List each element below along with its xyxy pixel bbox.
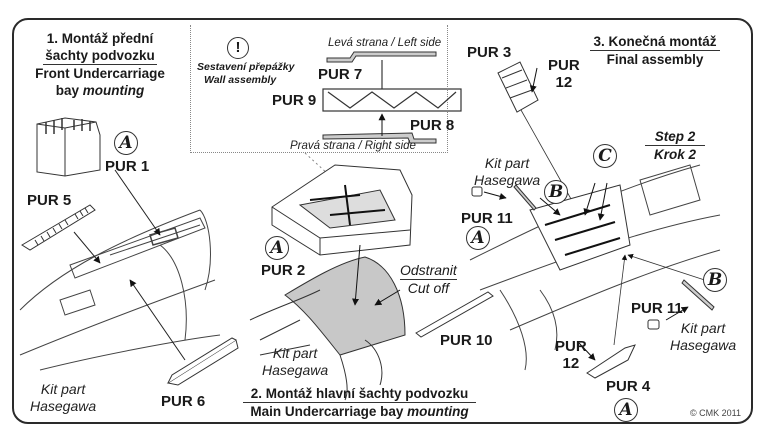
pur12-top-line2: 12 (555, 74, 573, 91)
wall-assembly-note-en: Wall assembly (204, 74, 277, 86)
section2-title-en-mounting: mounting (407, 404, 469, 419)
left-side-label: Levá strana / Left side (328, 37, 442, 49)
pur11-part-drawing-right (647, 306, 689, 330)
pur2-label: PUR 2 (261, 262, 306, 279)
pur3-part-drawing (497, 61, 581, 216)
pur12-bottom-line1: PUR (555, 338, 587, 355)
rear-fuselage-drawing (469, 164, 721, 371)
section3-heading: 3. Konečná montáž Final assembly (590, 33, 720, 68)
kit-part-line1: Kit part (484, 155, 530, 171)
pur10-label: PUR 10 (440, 332, 493, 349)
pur4-label: PUR 4 (606, 378, 651, 395)
pur6-label: PUR 6 (161, 393, 206, 410)
front-fuselage-drawing (19, 169, 221, 371)
pur10-part-drawing (415, 291, 494, 338)
kit-part-label-final-right: Kit part Hasegawa (670, 320, 736, 354)
marker-b-top: B (544, 180, 568, 204)
section3-title-cz: 3. Konečná montáž (590, 33, 720, 51)
marker-a-pur2: A (265, 236, 289, 260)
section3-title-en: Final assembly (606, 52, 704, 67)
pur7-label: PUR 7 (318, 66, 363, 83)
marker-a-pur11: A (466, 226, 490, 250)
section1-title-en-mounting: mounting (82, 83, 145, 98)
step-cz: Krok 2 (653, 147, 697, 162)
diagram-frame (12, 18, 753, 424)
cut-off-en: Cut off (407, 280, 450, 296)
kit-part-line1: Kit part (40, 381, 86, 397)
kit-part-line2: Hasegawa (30, 398, 97, 414)
pur1-label: PUR 1 (105, 158, 150, 175)
pin-part-drawing-right (681, 279, 715, 311)
marker-a-pur1: A (114, 131, 138, 155)
right-side-label: Pravá strana / Right side (290, 140, 416, 152)
wall-assembly-note-cz: Sestavení přepážky (197, 61, 295, 73)
pur11-label-right: PUR 11 (631, 300, 683, 317)
pur11-label-left: PUR 11 (461, 210, 513, 227)
pur12-label-top: PUR 12 (548, 57, 580, 91)
cutoff-panel-drawing (249, 244, 406, 401)
pur4-part-drawing (578, 342, 636, 379)
kit-part-label-main: Kit part Hasegawa (262, 345, 328, 379)
section2-heading: 2. Montáž hlavní šachty podvozku Main Un… (243, 385, 476, 420)
pur5-label: PUR 5 (27, 192, 72, 209)
pur1-part-drawing (36, 117, 101, 177)
section1-title-cz-line2: šachty podvozku (43, 48, 157, 65)
pur2-part-drawing (271, 164, 413, 256)
kit-part-line2: Hasegawa (670, 337, 737, 353)
section2-title-en: Main Undercarriage bay mounting (243, 403, 476, 420)
section1-title-en-line2: bay mounting (30, 82, 170, 99)
step-en: Step 2 (645, 128, 705, 146)
kit-part-label-final-top: Kit part Hasegawa (474, 155, 540, 189)
section1-title-cz-line1: 1. Montáž přední (46, 31, 154, 46)
kit-part-line2: Hasegawa (474, 172, 541, 188)
pur8-part-drawing (322, 113, 437, 144)
section2-title-cz: 2. Montáž hlavní šachty podvozku (243, 385, 476, 403)
wall-assembly-box (190, 25, 448, 153)
marker-c: C (593, 144, 617, 168)
step-label: Step 2 Krok 2 (645, 128, 705, 163)
pur6-part-drawing (166, 337, 239, 386)
pur12-label-bottom: PUR 12 (555, 338, 587, 372)
pur9-label: PUR 9 (272, 92, 317, 109)
section2-title-en-main: Main Undercarriage bay (250, 404, 408, 419)
copyright: © CMK 2011 (690, 408, 741, 418)
pin-part-drawing-left (513, 184, 537, 211)
kit-part-label-front: Kit part Hasegawa (30, 381, 96, 415)
kit-part-line1: Kit part (680, 320, 726, 336)
marker-b-right: B (703, 268, 727, 292)
marker-a-pur4: A (614, 398, 638, 422)
cut-off-label: Odstranit Cut off (400, 262, 457, 297)
cut-off-cz: Odstranit (400, 262, 457, 280)
pur5-part-drawing (21, 204, 96, 251)
pur8-label: PUR 8 (410, 117, 455, 134)
pur3-label: PUR 3 (467, 44, 512, 61)
pur11-part-drawing-left (471, 186, 507, 200)
pur12-bottom-line2: 12 (562, 355, 580, 372)
wall-assembly-note: Sestavení přepážky Wall assembly (197, 61, 294, 87)
section1-title-en-bay: bay (55, 83, 83, 98)
section1-heading: 1. Montáž přední šachty podvozku Front U… (30, 30, 170, 99)
kit-part-line2: Hasegawa (262, 362, 329, 378)
kit-part-line1: Kit part (272, 345, 318, 361)
section1-title-en-line1: Front Undercarriage (35, 66, 165, 81)
warning-icon: ! (227, 37, 249, 59)
pur9-part-drawing (322, 88, 462, 112)
pur12-top-line1: PUR (548, 57, 580, 74)
